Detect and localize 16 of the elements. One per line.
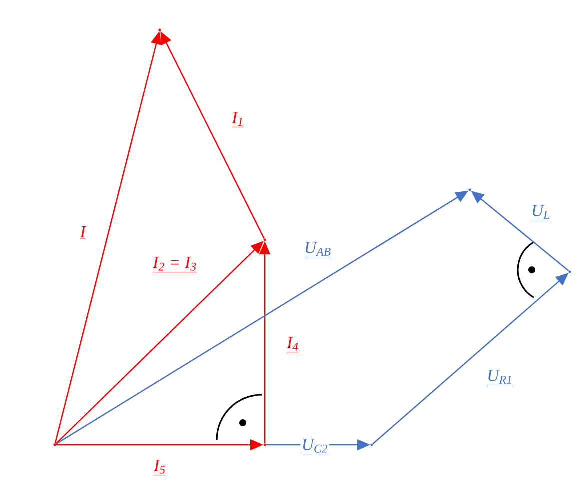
vector-point — [370, 444, 374, 446]
edge-label: U$_{L}$ — [530, 204, 552, 222]
edge-label: I$_{4}$ — [286, 336, 300, 354]
edge-label: U$_{R1}$ — [486, 369, 514, 387]
edge-label: I$_{1}$ — [230, 111, 246, 129]
vector-point — [158, 28, 162, 32]
vector-point — [468, 188, 472, 192]
edge-label: I — [79, 225, 87, 241]
vector-point — [264, 238, 266, 242]
edge-label: I$_{5}$ — [152, 459, 168, 477]
vector-point — [568, 270, 572, 274]
edge-label: U$_{C2}$ — [300, 438, 330, 456]
vector-point — [264, 444, 266, 446]
edge-label: I$_{2}$ = I$_{3}$ — [152, 256, 198, 274]
vector-point — [54, 444, 56, 446]
edge-label: U$_{AB}$ — [303, 241, 333, 259]
